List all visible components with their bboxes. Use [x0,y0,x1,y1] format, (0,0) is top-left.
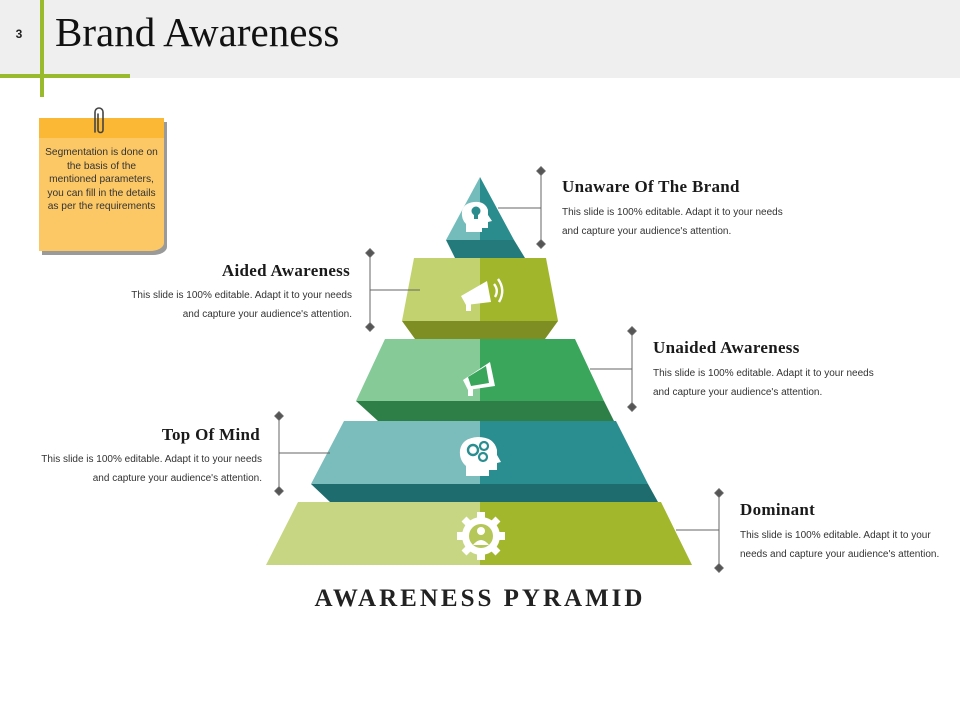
level-5-label: Dominant [740,500,816,519]
level-4-label: Top Of Mind [161,425,260,444]
paperclip-icon [94,107,104,134]
sticky-note-text: Segmentation is done on the basis of the… [45,147,158,212]
slide-title: Brand Awareness [55,9,340,55]
sticky-note: Segmentation is done on the basis of the… [39,118,164,251]
pyramid-level-2 [402,258,558,339]
level-3-label: Unaided Awareness [653,338,800,357]
level-4-description: This slide is 100% editable. Adapt it to… [41,454,262,484]
level-5-description: This slide is 100% editable. Adapt it to… [740,530,940,560]
callout-bracket-3 [590,326,637,412]
gear-person-icon [457,512,505,560]
level-2-description: This slide is 100% editable. Adapt it to… [131,290,352,320]
pyramid-level-3 [356,339,614,421]
megaphone-icon [463,362,495,396]
header-accent-vertical [40,0,44,97]
sticky-note-top [39,118,164,138]
header-accent-horizontal [0,74,130,78]
level-1-label: Unaware Of The Brand [562,177,740,196]
pyramid-level-4 [311,421,658,502]
level-1-description: This slide is 100% editable. Adapt it to… [562,207,783,237]
megaphone-sound-icon [461,278,504,311]
head-gears-icon [459,437,501,476]
callout-bracket-1 [498,166,546,249]
level-3-description: This slide is 100% editable. Adapt it to… [653,368,874,398]
callout-bracket-5 [676,488,724,573]
header-band [0,0,960,78]
head-lightbulb-icon [461,201,492,232]
pyramid-level-5 [266,502,692,565]
callout-bracket-2 [365,248,420,332]
pyramid-caption: AWARENESS PYRAMID [314,585,646,612]
level-2-label: Aided Awareness [221,261,350,280]
callout-bracket-4 [274,411,330,496]
slide-number: 3 [15,27,23,41]
